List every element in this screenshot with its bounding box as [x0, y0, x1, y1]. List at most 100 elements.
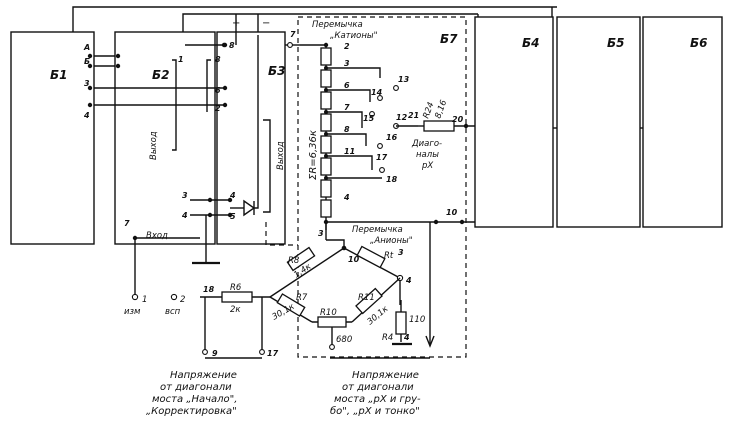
- svg-text:11: 11: [344, 147, 355, 156]
- block-outlines: [10, 16, 723, 358]
- svg-text:15: 15: [363, 114, 375, 123]
- r4-val: 110: [409, 315, 425, 325]
- vykhod-b3: Выход: [276, 141, 286, 170]
- r11-name: R11: [358, 293, 375, 303]
- rt-name: Rt: [384, 251, 394, 261]
- svg-text:3: 3: [84, 79, 90, 88]
- block-b2: [114, 31, 216, 245]
- r10-name: R10: [320, 308, 337, 318]
- svg-text:3: 3: [344, 59, 350, 68]
- label-b7: Б7: [440, 32, 458, 46]
- svg-text:1: 1: [178, 55, 184, 64]
- svg-text:13: 13: [398, 75, 410, 84]
- svg-text:моста „рХ и гру-: моста „рХ и гру-: [334, 394, 421, 405]
- svg-text:4: 4: [403, 333, 410, 342]
- label-b2: Б2: [152, 68, 170, 82]
- svg-text:21: 21: [408, 111, 419, 120]
- vykhod-b2: Выход: [149, 131, 159, 160]
- svg-text:моста „Начало",: моста „Начало",: [152, 394, 237, 405]
- svg-text:7: 7: [124, 219, 130, 228]
- svg-text:5: 5: [230, 212, 236, 221]
- svg-text:6: 6: [215, 86, 221, 95]
- label-b1: Б1: [50, 68, 68, 82]
- jumper-cations-name: „Катионы": [330, 31, 378, 41]
- svg-text:6: 6: [344, 81, 350, 90]
- r6-val: 2к: [230, 305, 241, 315]
- svg-text:Б: Б: [84, 57, 90, 66]
- diag-line-2: налы: [416, 150, 439, 160]
- block-b5: [556, 16, 641, 228]
- svg-text:4: 4: [83, 111, 90, 120]
- r6-name: R6: [230, 283, 242, 293]
- svg-text:8: 8: [229, 41, 235, 50]
- meas-text: изм: [124, 307, 141, 317]
- svg-text:3: 3: [398, 248, 404, 257]
- svg-text:20: 20: [452, 115, 464, 124]
- b2-b3-wiring: [131, 14, 300, 301]
- svg-text:18: 18: [203, 285, 215, 294]
- svg-text:10: 10: [348, 255, 360, 264]
- svg-text:7: 7: [290, 30, 296, 39]
- diag-line-3: рХ: [421, 161, 433, 171]
- svg-text:8: 8: [344, 125, 350, 134]
- jumper-anions-name: „Анионы": [370, 236, 413, 246]
- svg-text:Напряжение: Напряжение: [352, 370, 419, 381]
- svg-text:2: 2: [215, 104, 221, 113]
- svg-text:16: 16: [386, 133, 398, 142]
- label-b5: Б5: [607, 36, 625, 50]
- svg-text:9: 9: [212, 349, 218, 358]
- svg-text:3: 3: [182, 191, 188, 200]
- svg-text:4: 4: [181, 211, 188, 220]
- caption-right: Напряжение от диагонали моста „рХ и гру-…: [330, 370, 421, 417]
- block-b7: [297, 16, 467, 358]
- block-b3: [216, 31, 286, 245]
- bridge-circuit: [170, 222, 435, 359]
- r10-val: 680: [336, 335, 352, 345]
- svg-text:4: 4: [229, 191, 236, 200]
- r24-val: 8,16: [433, 98, 449, 120]
- svg-text:10: 10: [446, 208, 458, 217]
- b1-b2-wiring: [87, 53, 228, 108]
- svg-text:от диагонали: от диагонали: [342, 382, 414, 393]
- label-b6: Б6: [690, 36, 708, 50]
- svg-text:7: 7: [344, 103, 350, 112]
- svg-text:17: 17: [267, 349, 279, 358]
- svg-text:3: 3: [318, 229, 324, 238]
- label-b3: Б3: [268, 64, 286, 78]
- svg-text:18: 18: [386, 175, 398, 184]
- aux-text: всп: [165, 307, 181, 317]
- svg-text:17: 17: [376, 153, 388, 162]
- block-b6: [642, 16, 723, 228]
- vkhod-b2: Вход: [146, 231, 168, 241]
- svg-text:4: 4: [405, 276, 412, 285]
- diag-line-1: Диаго-: [411, 139, 442, 149]
- jumper-anions-title: Перемычка: [352, 225, 403, 235]
- minus-sign: −: [262, 18, 270, 29]
- aux-num: 2: [180, 295, 185, 305]
- plus-sign: +: [232, 18, 240, 29]
- svg-text:2: 2: [344, 42, 350, 51]
- caption-left: Напряжение от диагонали моста „Начало", …: [146, 370, 237, 417]
- block-b1: [10, 31, 95, 245]
- svg-text:„Корректировка": „Корректировка": [146, 406, 237, 417]
- meas-num: 1: [142, 295, 147, 305]
- pin-numbers: А Б 3 4 7 8 1 6 2 3 4 8 4 5 7 2 3 6 7 8 …: [83, 30, 464, 358]
- r8-name: R8: [288, 256, 300, 266]
- svg-text:8: 8: [215, 55, 221, 64]
- label-b4: Б4: [522, 36, 540, 50]
- r4-name: R4: [382, 333, 393, 343]
- r7-name: R7: [296, 293, 308, 303]
- jumper-cations-title: Перемычка: [312, 20, 363, 30]
- svg-text:12: 12: [396, 113, 408, 122]
- b7-divider-ladder: [287, 42, 475, 240]
- svg-text:4: 4: [343, 193, 350, 202]
- sum-r-label: ΣR=6,36к: [308, 130, 319, 180]
- top-buses: [72, 6, 643, 129]
- svg-text:А: А: [83, 43, 90, 52]
- svg-text:бо", „рХ и тонко": бо", „рХ и тонко": [330, 405, 420, 417]
- svg-text:Напряжение: Напряжение: [170, 370, 237, 381]
- block-b4: [474, 16, 554, 228]
- svg-text:от диагонали: от диагонали: [160, 382, 232, 393]
- svg-text:14: 14: [371, 88, 383, 97]
